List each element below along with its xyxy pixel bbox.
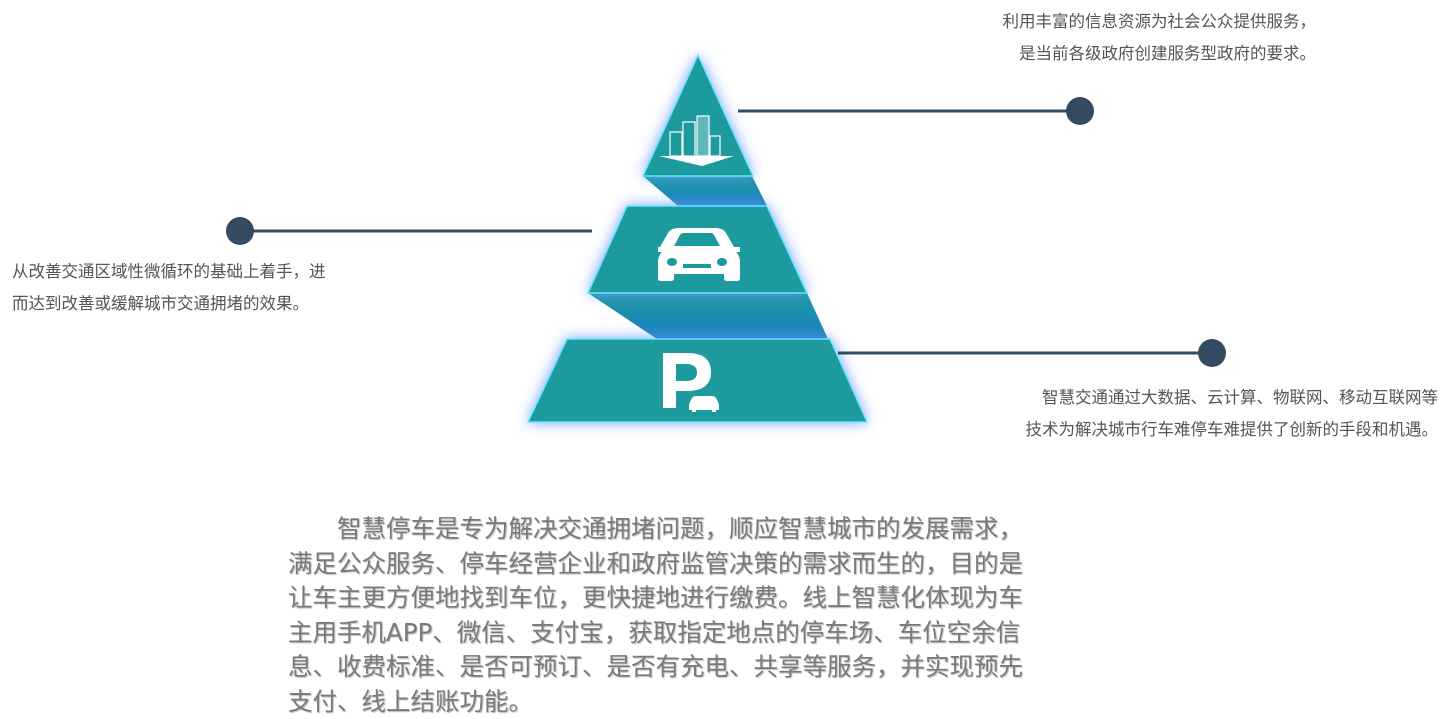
note-line: 利用丰富的信息资源为社会公众提供服务， (1003, 6, 1317, 38)
paragraph-line: 满足公众服务、停车经营企业和政府监管决策的需求而生的，目的是 (288, 547, 1098, 582)
summary-paragraph: 智慧停车是专为解决交通拥堵问题，顺应智慧城市的发展需求， 满足公众服务、停车经营… (288, 512, 1098, 719)
note-line: 是当前各级政府创建服务型政府的要求。 (1003, 38, 1317, 70)
paragraph-line: 息、收费标准、是否可预订、是否有充电、共享等服务，并实现预先 (288, 650, 1098, 685)
note-line: 技术为解决城市行车难停车难提供了创新的手段和机遇。 (1026, 414, 1439, 446)
leader-dot-bottom (1198, 339, 1226, 367)
paragraph-line: 主用手机APP、微信、支付宝，获取指定地点的停车场、车位空余信 (288, 616, 1098, 651)
connector-band-2 (588, 293, 828, 339)
note-line: 智慧交通通过大数据、云计算、物联网、移动互联网等 (1026, 382, 1439, 414)
leader-dot-middle (226, 217, 254, 245)
note-line: 而达到改善或缓解城市交通拥堵的效果。 (12, 288, 326, 320)
note-line: 从改善交通区域性微循环的基础上着手，进 (12, 256, 326, 288)
note-middle: 从改善交通区域性微循环的基础上着手，进 而达到改善或缓解城市交通拥堵的效果。 (12, 256, 326, 320)
paragraph-line: 让车主更方便地找到车位，更快捷地进行缴费。线上智慧化体现为车 (288, 581, 1098, 616)
note-top: 利用丰富的信息资源为社会公众提供服务， 是当前各级政府创建服务型政府的要求。 (1003, 6, 1317, 70)
paragraph-line: 智慧停车是专为解决交通拥堵问题，顺应智慧城市的发展需求， (288, 512, 1098, 547)
leader-dot-top (1066, 97, 1094, 125)
note-bottom: 智慧交通通过大数据、云计算、物联网、移动互联网等 技术为解决城市行车难停车难提供… (1026, 382, 1439, 446)
connector-band-1 (643, 176, 767, 206)
